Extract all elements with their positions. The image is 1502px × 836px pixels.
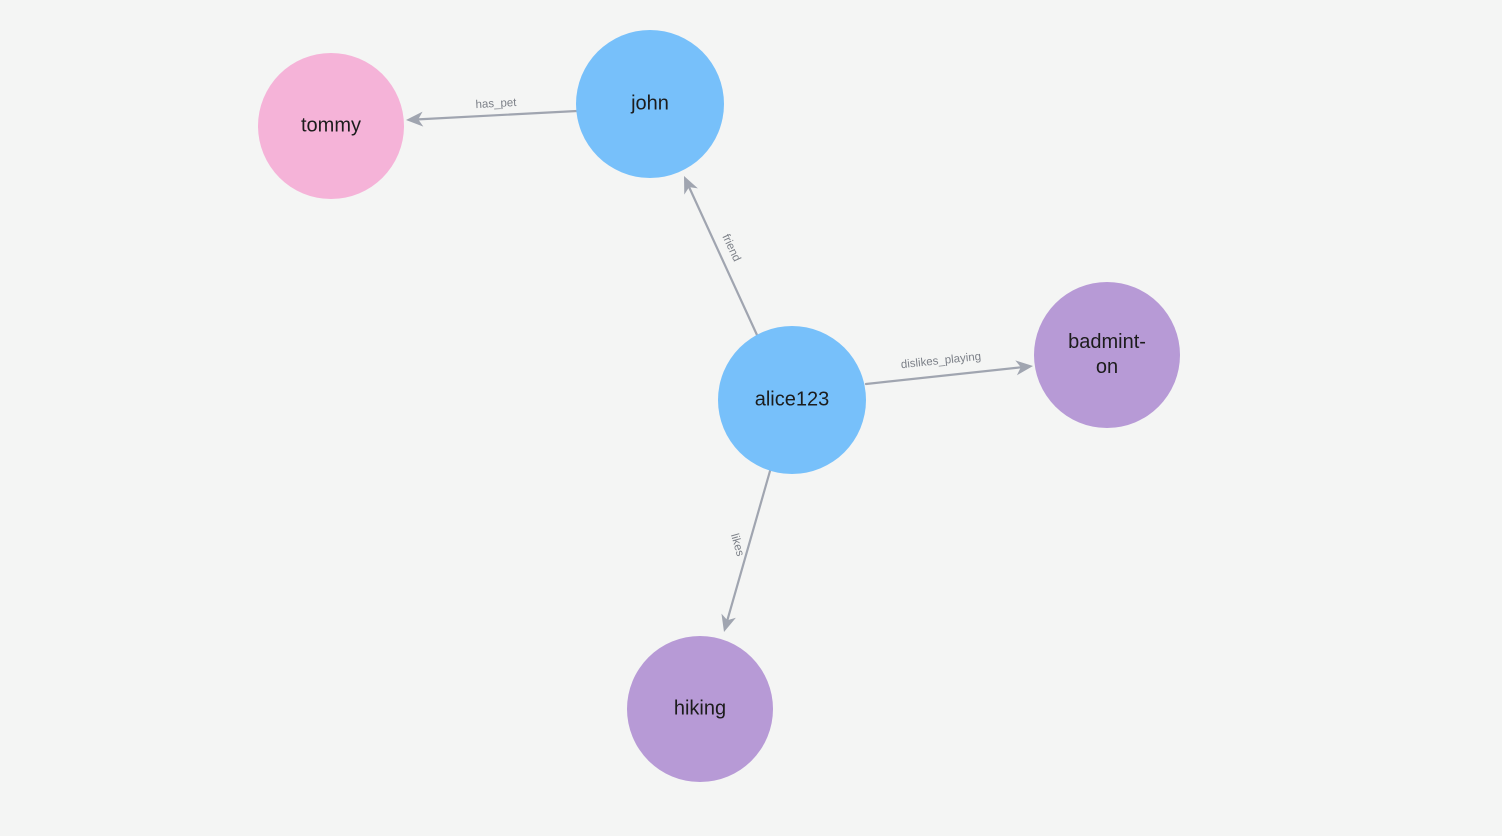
edge-label: has_pet [475, 97, 517, 111]
edge-line [726, 469, 772, 622]
edge-line [417, 109, 579, 121]
graph-node-tommy[interactable]: tommy [258, 53, 404, 199]
edge-arrowhead-icon [684, 176, 698, 195]
node-circle[interactable] [718, 326, 866, 474]
node-circle[interactable] [627, 636, 773, 782]
node-circle[interactable] [258, 53, 404, 199]
graph-node-badminton[interactable]: badmint-on [1034, 282, 1180, 428]
edge-arrowhead-icon [721, 613, 736, 632]
edge-line [864, 366, 1022, 386]
graph-edge[interactable]: has_pet [406, 97, 579, 127]
node-circle[interactable] [576, 30, 724, 178]
graph-node-john[interactable]: john [576, 30, 724, 178]
graph-node-alice123[interactable]: alice123 [718, 326, 866, 474]
edge-line [688, 186, 759, 337]
graph-node-hiking[interactable]: hiking [627, 636, 773, 782]
edge-arrowhead-icon [406, 111, 424, 127]
node-circle[interactable] [1034, 282, 1180, 428]
edge-arrowhead-icon [1015, 360, 1033, 376]
